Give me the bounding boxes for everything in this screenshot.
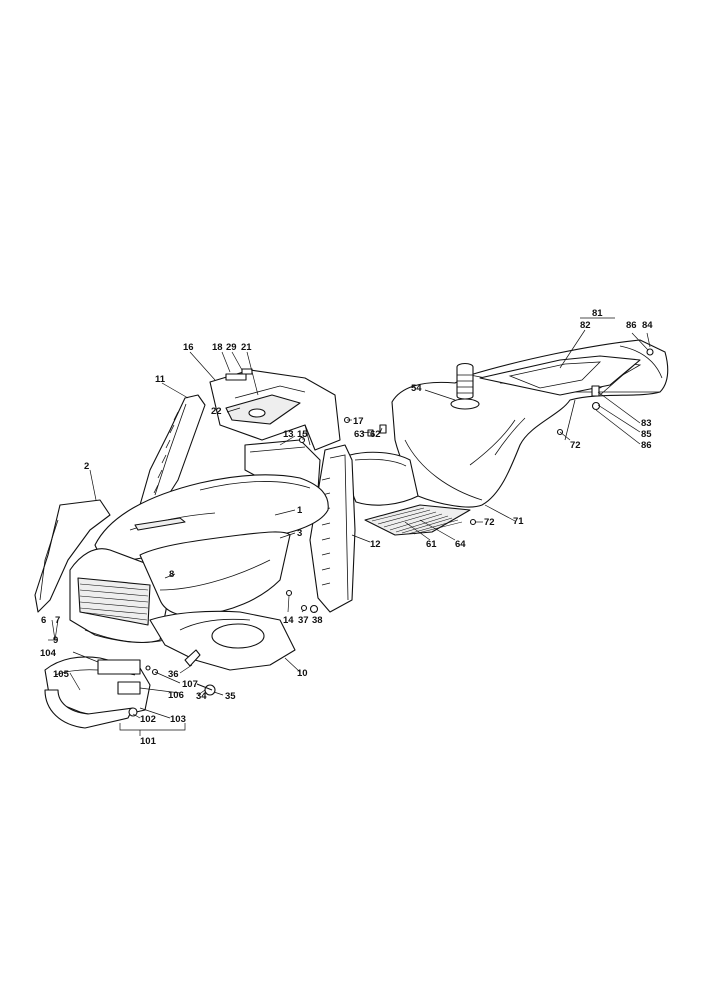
- callout-62: 62: [370, 429, 381, 440]
- callout-6: 6: [41, 615, 46, 626]
- rear-trim-panel: [479, 355, 641, 396]
- callout-104: 104: [40, 648, 57, 659]
- callout-10: 10: [297, 668, 308, 679]
- callout-36: 36: [168, 669, 179, 680]
- callout-103: 103: [170, 714, 186, 725]
- callout-61: 61: [426, 539, 437, 550]
- callout-106: 106: [168, 690, 184, 701]
- front-bumper: [44, 656, 151, 729]
- seat-platform: [348, 451, 419, 506]
- callout-37: 37: [298, 615, 309, 626]
- callout-16: 16: [183, 342, 194, 353]
- callout-83: 83: [641, 418, 652, 429]
- callout-17: 17: [353, 416, 364, 427]
- callout-54: 54: [411, 383, 422, 394]
- callout-63: 63: [354, 429, 365, 440]
- callout-22: 22: [211, 406, 222, 417]
- side-panel-12: [309, 444, 356, 613]
- callout-107: 107: [182, 679, 198, 690]
- callout-71: 71: [513, 516, 524, 527]
- dashboard-console: [209, 368, 341, 451]
- callout-82: 82: [580, 320, 591, 331]
- callout-1: 1: [297, 505, 303, 516]
- callout-15: 15: [297, 429, 308, 440]
- callout-102: 102: [140, 714, 156, 725]
- callout-72-upper: 72: [570, 440, 581, 451]
- lower-chassis-panel: [149, 610, 296, 671]
- callout-3: 3: [297, 528, 302, 539]
- callout-72-lower: 72: [484, 517, 495, 528]
- callout-38: 38: [312, 615, 323, 626]
- hardware-fasteners: [145, 348, 654, 696]
- knob-54: [450, 362, 480, 410]
- callout-85: 85: [641, 429, 652, 440]
- callout-8: 8: [169, 569, 174, 580]
- callout-14: 14: [283, 615, 294, 626]
- callout-29: 29: [226, 342, 237, 353]
- callout-11: 11: [155, 374, 166, 385]
- callout-2: 2: [84, 461, 89, 472]
- callout-84: 84: [642, 320, 653, 331]
- callout-labels: 81 82 86 84 16 18 29 21 11 54 22 17 15 1…: [40, 308, 653, 747]
- callout-64: 64: [455, 539, 466, 550]
- footboard-mat: [364, 504, 471, 536]
- callout-81: 81: [592, 308, 603, 319]
- leader-lines: [48, 317, 651, 736]
- callout-34: 34: [196, 691, 207, 702]
- callout-101: 101: [140, 736, 157, 747]
- callout-35: 35: [225, 691, 236, 702]
- callout-105: 105: [53, 669, 70, 680]
- front-body: [69, 531, 291, 644]
- callout-7: 7: [55, 615, 60, 626]
- callout-21: 21: [241, 342, 252, 353]
- hood: [94, 474, 329, 562]
- callout-12: 12: [370, 539, 381, 550]
- callout-86-lower: 86: [641, 440, 652, 451]
- callout-18: 18: [212, 342, 223, 353]
- callout-86: 86: [626, 320, 637, 331]
- callout-13: 13: [283, 429, 294, 440]
- callout-9: 9: [53, 635, 58, 646]
- front-bracket-2: [34, 499, 111, 613]
